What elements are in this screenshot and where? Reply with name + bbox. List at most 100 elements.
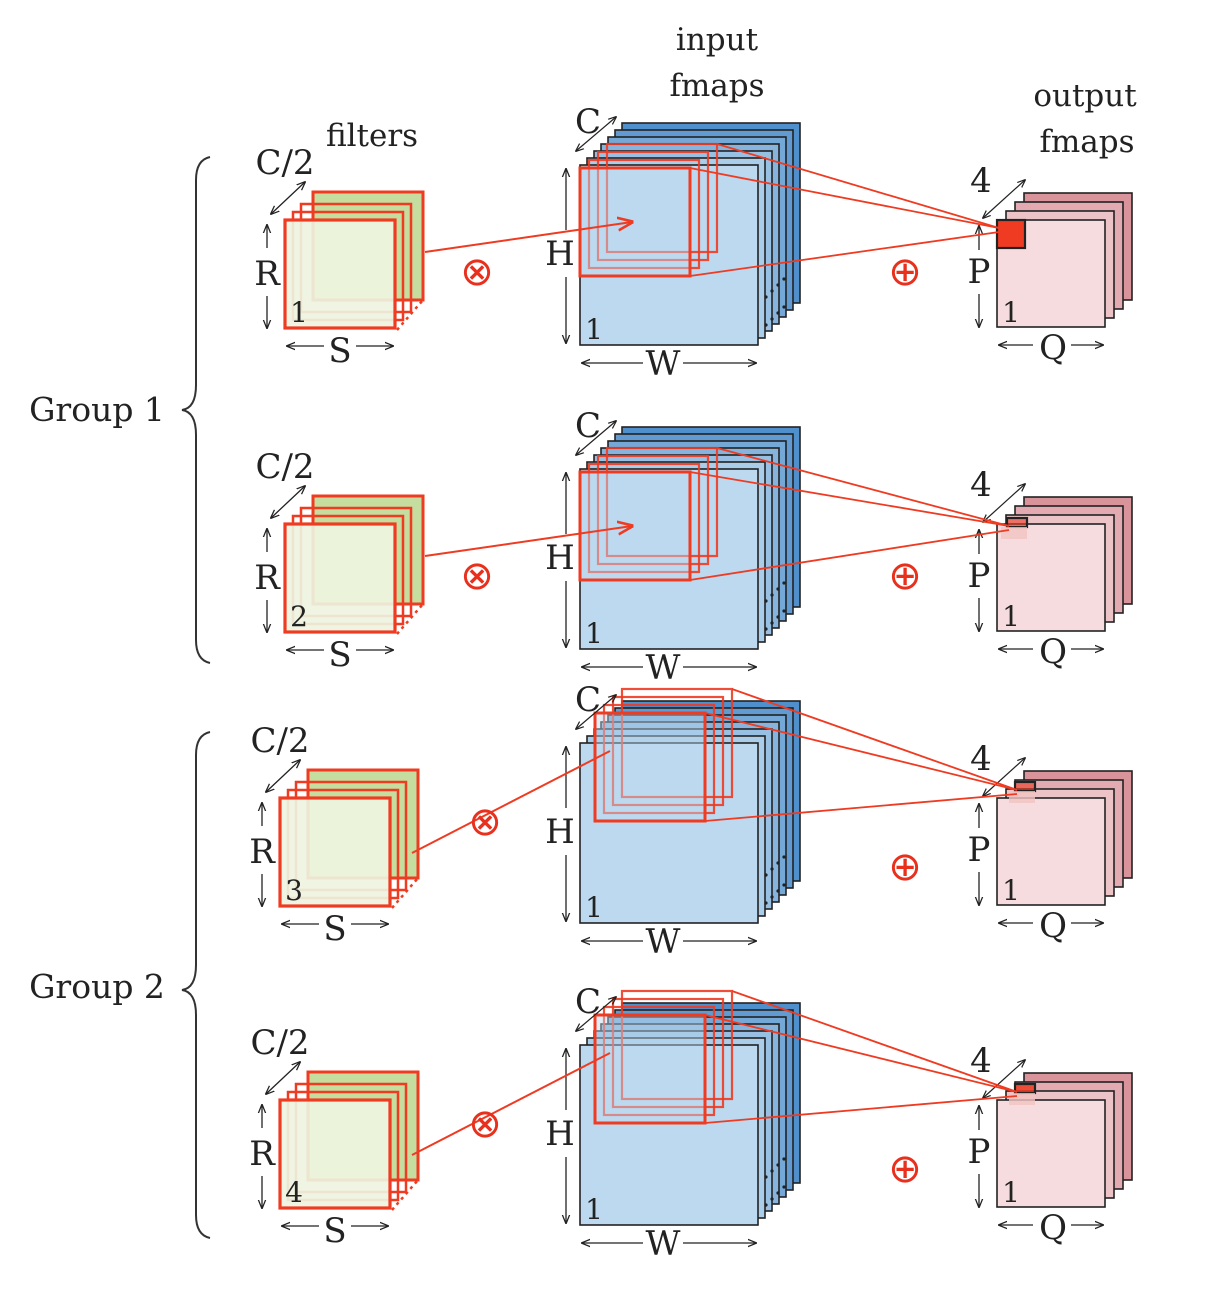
window-to-output-line-back [716,143,1000,229]
input-window-back [605,446,719,558]
input-window-back [620,687,734,799]
input-c-arrow [576,421,616,455]
input-fmaps-header-line1: input [676,22,759,58]
input-w-label: W [646,648,681,688]
output-pixel-shadow [1009,1093,1035,1105]
group-2-label: Group 2 [29,967,165,1006]
filter-index: 1 [290,296,308,329]
filter-r-label: R [254,254,281,294]
input-channel-layer [579,1044,759,1226]
depth-dot [776,587,780,591]
depth-dot [764,295,768,299]
input-c-label: C [575,102,601,142]
input-c-label: C [575,982,601,1022]
filter-stack: 1C/2RS [254,143,425,371]
output-count-label: 4 [970,739,992,779]
filter-stack: 2C/2RS [254,447,425,675]
filter-to-window-arrow [424,526,632,557]
output-channel-layer [996,797,1106,906]
output-depth-arrow [983,180,1025,218]
output-depth-arrow [983,758,1025,796]
output-p-label: P [968,830,991,870]
filter-front-channel [278,1098,392,1210]
depth-dot [776,1163,780,1167]
multiply-operator: ⊗ [460,249,494,295]
output-q-label: Q [1039,906,1067,946]
depth-dot [776,889,780,893]
filter-s-label: S [323,909,346,949]
multiply-operator: ⊗ [460,553,494,599]
input-w-label: W [646,344,681,384]
output-pixel-highlight [1005,516,1029,529]
output-pixel-highlight [1013,1082,1037,1095]
depth-dot [770,1169,774,1173]
input-window-back [620,989,734,1101]
input-window-back [587,462,701,574]
depth-dot [782,581,786,585]
output-index: 1 [1002,1176,1020,1209]
filter-c2-arrow [266,1062,300,1094]
window-to-output-line-bottom [704,793,1018,822]
depth-dot [782,609,786,613]
input-index: 1 [585,313,603,346]
depth-dot [764,1203,768,1207]
depth-dot [764,1175,768,1179]
sum-operator: ⊕ [888,249,922,295]
input-h-label: H [545,234,575,274]
input-window-back [602,1005,716,1117]
filter-r-label: R [254,558,281,598]
filter-to-window-line [411,750,611,854]
filter-c2-arrow [266,760,300,792]
output-pixel-shadow [1009,791,1035,803]
window-to-output-line-bottom [689,231,1000,277]
depth-dot [770,289,774,293]
depth-dot [764,627,768,631]
output-index: 1 [1002,296,1020,329]
input-channel-layer [579,468,759,650]
depth-dot [782,855,786,859]
output-count-label: 4 [970,161,992,201]
output-p-label: P [968,556,991,596]
input-c-label: C [575,680,601,720]
window-to-output-line-back [731,990,1018,1093]
input-window-front [578,470,692,582]
input-window-front [593,1013,707,1125]
output-depth-arrow [983,1060,1025,1098]
input-window-back [611,997,725,1109]
depth-dot [776,283,780,287]
filter-index: 2 [290,600,308,633]
connection-lines [424,447,1010,581]
window-to-output-line-top [689,167,1000,229]
depth-dot [770,593,774,597]
input-window-back [602,703,716,815]
window-to-output-line-back [731,688,1018,791]
filter-c2-label: C/2 [255,143,314,183]
output-channel-layer [996,1099,1106,1208]
depth-dot [782,277,786,281]
depth-dot [770,317,774,321]
depth-dot [776,861,780,865]
input-window-front [593,711,707,823]
input-channel-layer [579,164,759,346]
output-pixel-highlight [995,218,1027,250]
depth-dot [764,901,768,905]
depth-dot [782,883,786,887]
filter-front-channel [283,218,397,330]
input-h-label: H [545,1114,575,1154]
depth-dot [770,621,774,625]
input-fmaps-header-line2: fmaps [669,68,764,104]
depth-dot [782,1185,786,1189]
window-to-output-line-top [704,1014,1018,1093]
depth-dot [770,895,774,899]
sum-operator: ⊕ [888,1146,922,1192]
output-channel-layer [996,523,1106,632]
